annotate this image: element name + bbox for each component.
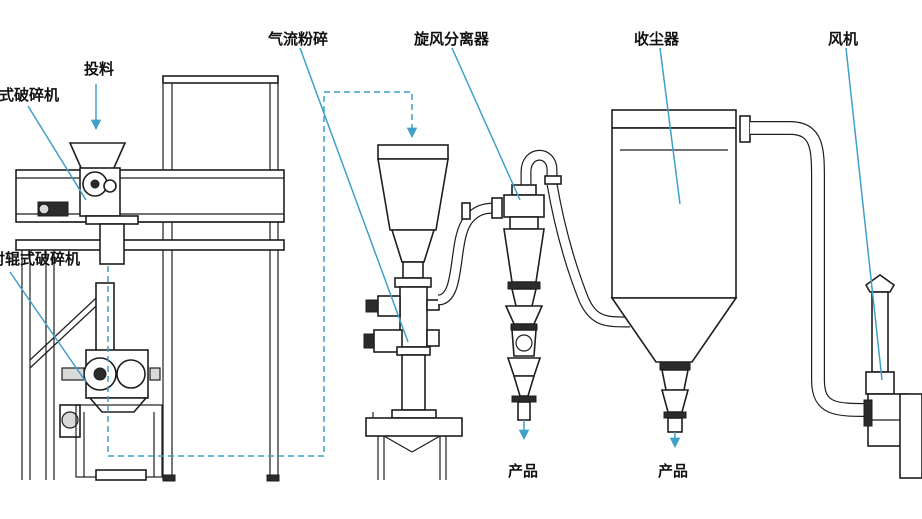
dust-collector [610, 109, 751, 433]
jet-mill [363, 144, 463, 480]
label-cyclone: 旋风分离器 [414, 30, 490, 48]
leader-cyclone [451, 47, 521, 201]
label-jet-mill: 气流粉碎 [268, 30, 329, 48]
platform [15, 169, 285, 480]
pipe-mill-to-cyclone [436, 197, 503, 306]
pipe-collector-to-fan [750, 121, 871, 417]
leader-jet-mill [299, 47, 409, 343]
leader-fan [845, 47, 883, 381]
label-jaw-crusher: 鄂式破碎机 [0, 86, 60, 104]
leader-jaw-crusher [27, 105, 87, 201]
pipe-cyclone-to-collector [544, 175, 631, 328]
fan [863, 274, 922, 479]
leader-roll-crusher [9, 271, 87, 383]
transfer-dashed-line [107, 91, 418, 457]
roll-crusher [59, 282, 163, 481]
label-product-2: 产品 [658, 462, 689, 480]
label-feed: 投料 [84, 60, 115, 78]
crushing-station [15, 75, 285, 482]
label-dust-collector: 收尘器 [634, 30, 680, 48]
label-fan: 风机 [828, 30, 859, 48]
leader-dust-collector [659, 47, 681, 205]
cyclone-separator [503, 149, 558, 421]
label-roll-crusher: 对辊式破碎机 [0, 250, 81, 268]
jaw-crusher [37, 142, 139, 265]
tower-frame [162, 75, 280, 482]
label-product-1: 产品 [508, 462, 539, 480]
